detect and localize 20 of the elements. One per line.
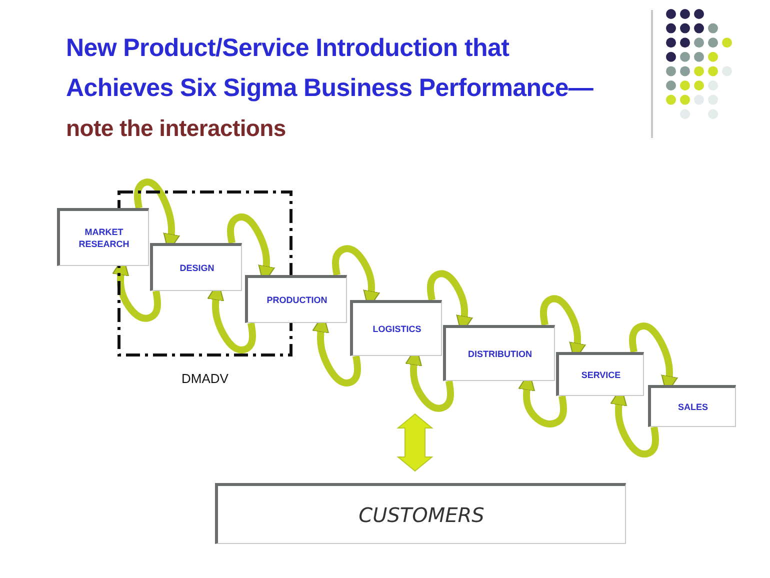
box-label: SALES <box>678 401 708 413</box>
note-text: note the interactions <box>66 115 286 141</box>
process-box <box>245 275 347 323</box>
box-label: DISTRIBUTION <box>468 348 532 360</box>
box-label: DESIGN <box>180 262 214 274</box>
process-box <box>648 385 736 427</box>
process-box <box>350 300 442 356</box>
box-label: LOGISTICS <box>372 323 422 335</box>
box-label: CUSTOMERS <box>358 508 484 520</box>
process-box <box>443 325 555 381</box>
process-box <box>150 243 242 291</box>
double-block-arrow <box>396 413 434 472</box>
box-label: PRODUCTION <box>266 294 328 306</box>
group-label: DMADV <box>180 371 230 386</box>
process-box <box>556 352 644 396</box>
process-box <box>57 208 149 266</box>
slide-title: New Product/Service Introduction that Achieves Six Sigma Business Performance— <box>66 34 594 102</box>
box-label: SERVICE <box>581 369 621 381</box>
box-label: MARKET RESEARCH <box>78 226 130 250</box>
process-box <box>215 483 626 544</box>
